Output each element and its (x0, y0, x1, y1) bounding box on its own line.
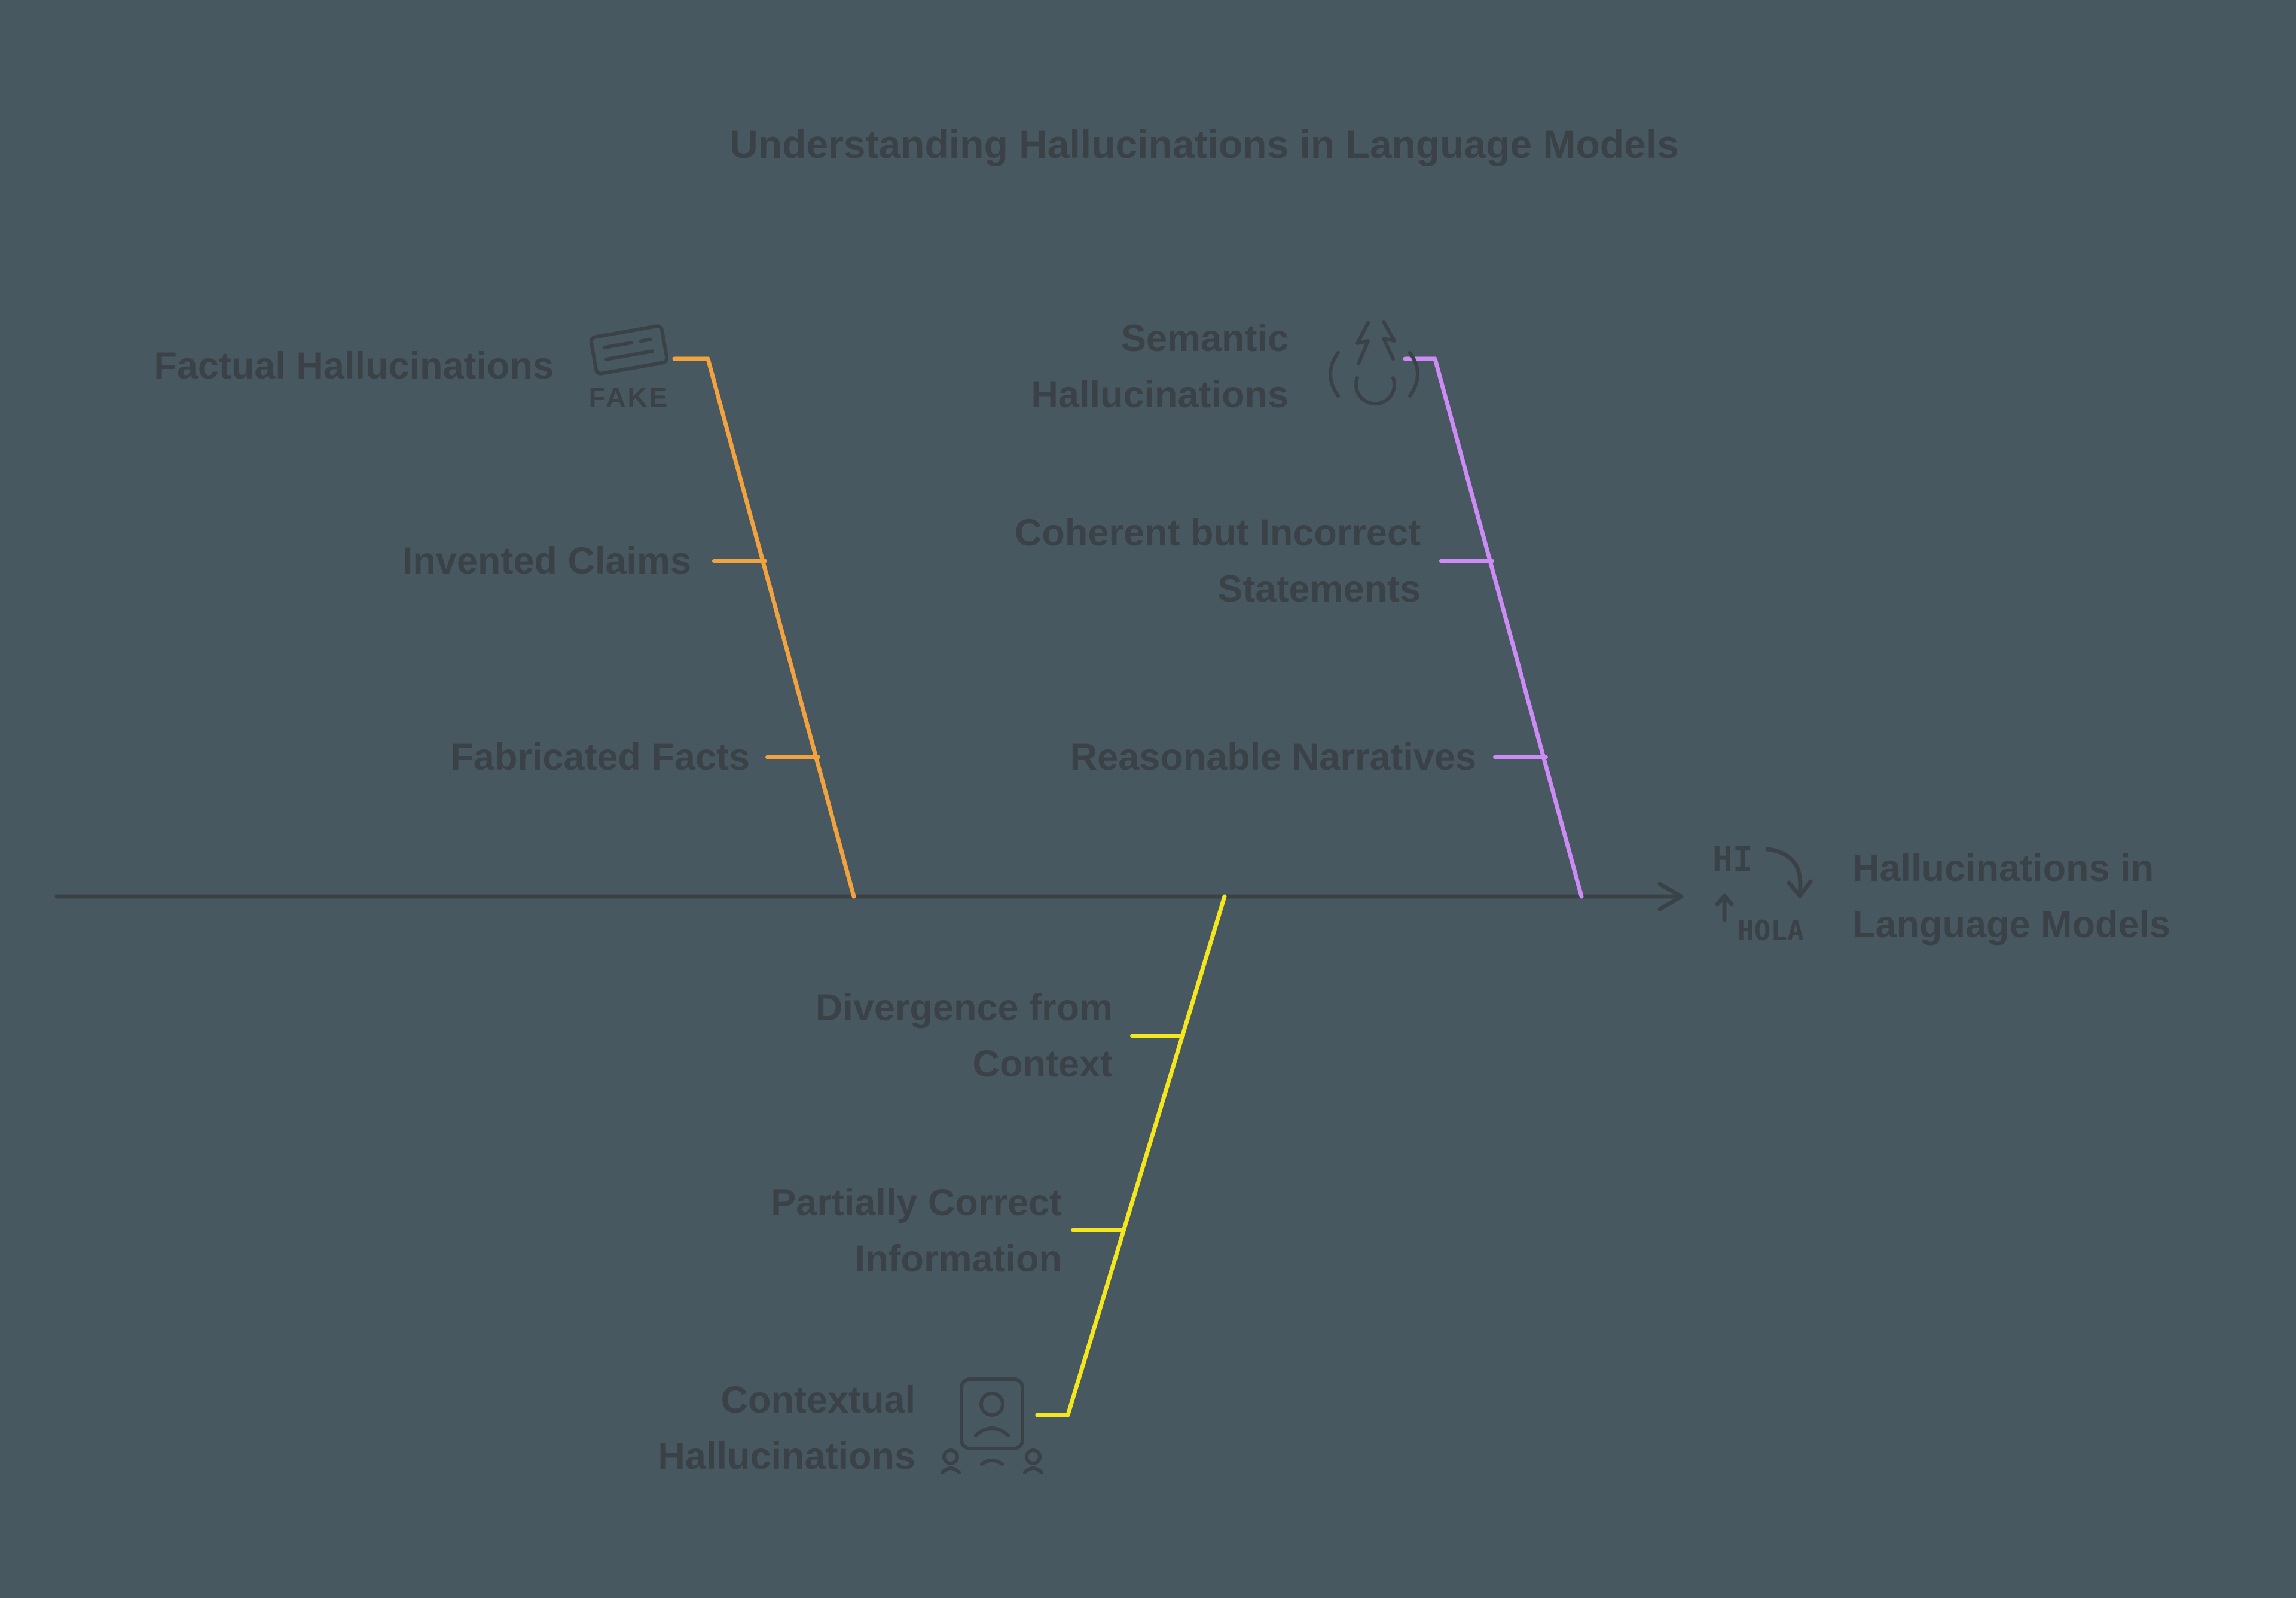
factual-branch-line (672, 356, 856, 899)
fake-text: FAKE (589, 382, 670, 413)
effect-label: Hallucinations in Language Models (1852, 847, 2171, 946)
semantic-branch-line (1403, 356, 1584, 899)
confused-speech-icon (1329, 320, 1419, 406)
semantic-item-coherent-but-incorrect: Coherent but Incorrect Statements (1014, 512, 1421, 610)
semantic-item-reasonable-narratives: Reasonable Narratives (1070, 736, 1476, 778)
factual-item-fabricated-facts: Fabricated Facts (450, 736, 750, 778)
diagram-title: Understanding Hallucinations in Language… (729, 122, 1679, 166)
factual-item-invented-claims: Invented Claims (402, 540, 691, 582)
spine-arrowhead-icon (1657, 882, 1684, 911)
curved-arrowhead-icon (1787, 879, 1813, 898)
audience-focus-icon (941, 1377, 1043, 1474)
hi-hola-translation-icon: HI HOLA (1712, 840, 1813, 947)
contextual-branch-label: Contextual Hallucinations (658, 1379, 915, 1477)
semantic-branch-label: Semantic Hallucinations (1031, 318, 1289, 416)
up-arrow-icon (1715, 893, 1734, 922)
contextual-item-divergence: Divergence from Context (815, 987, 1113, 1085)
translation-bottom-text: HOLA (1738, 914, 1804, 947)
curved-arrow-icon (1765, 847, 1803, 895)
fake-news-icon: FAKE (589, 324, 670, 413)
contextual-branch-line (1035, 894, 1227, 1417)
factual-branch-label: Factual Hallucinations (154, 345, 554, 387)
translation-top-text: HI (1712, 840, 1752, 879)
contextual-item-partially-correct: Partially Correct Information (771, 1182, 1062, 1280)
